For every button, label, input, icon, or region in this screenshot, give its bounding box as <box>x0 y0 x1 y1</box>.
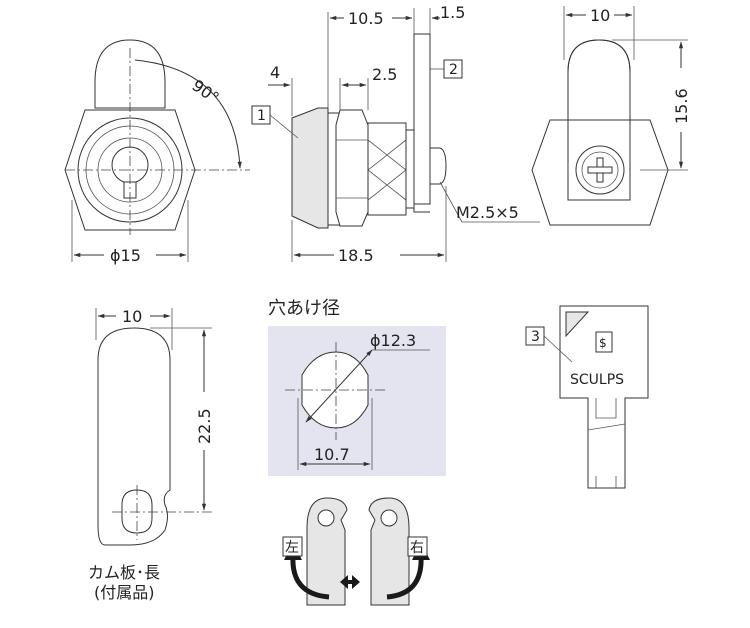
badge-left: 左 <box>285 540 299 556</box>
front-view: 90° ϕ15 <box>64 39 250 265</box>
dim-18-5: 18.5 <box>338 246 374 265</box>
rotation-diagram: 左 右 <box>282 497 430 606</box>
cam-plate-rear-over <box>567 39 631 201</box>
rotation-arc <box>134 59 242 169</box>
arrow-left-rotate <box>290 555 330 600</box>
leader-screw <box>439 181 463 223</box>
angle-90-label: 90° <box>188 76 222 108</box>
hole-title: 穴あけ径 <box>268 298 340 319</box>
screw-head <box>429 147 447 185</box>
arrow-right-rotate <box>386 555 424 600</box>
double-arrow-left <box>340 575 348 589</box>
callout-1: 1 <box>257 108 266 124</box>
leader-3 <box>543 335 573 363</box>
body-tip <box>405 129 415 209</box>
callout-2: 2 <box>449 62 458 78</box>
screw-head-inner <box>581 151 619 189</box>
side-view: 10.5 1.5 4 2.5 18.5 1 2 M2.5×5 <box>251 3 540 265</box>
threaded-body <box>367 122 407 216</box>
rear-view: 10 15.6 <box>531 6 691 226</box>
cam-caption-2: (付属品) <box>94 583 155 602</box>
key-logo-glyph: $ <box>599 336 607 350</box>
dim-phi12-3: ϕ12.3 <box>370 331 416 350</box>
key-blade-detail <box>587 398 626 488</box>
cam-plate-part-2 <box>413 33 431 205</box>
screw-spec: M2.5×5 <box>456 203 519 222</box>
left-cam-illus <box>306 497 348 606</box>
badge-right-box <box>407 536 428 557</box>
dim-line-phi12-3 <box>305 349 373 423</box>
dim-15-6: 15.6 <box>672 88 691 124</box>
dim-1-5: 1.5 <box>440 3 465 22</box>
badge-left-box <box>282 536 303 557</box>
badge-right: 右 <box>410 540 424 556</box>
dim-phi15: ϕ15 <box>110 246 141 265</box>
key-head-bevel <box>565 311 590 338</box>
hex-nut-side <box>335 109 369 227</box>
cam-plate-view: 10 22.5 カム板･長 (付属品) <box>88 307 214 602</box>
cam-plate-long <box>97 327 171 546</box>
right-cam-illus <box>368 497 410 606</box>
dim-4: 4 <box>270 63 280 82</box>
key-head <box>559 305 649 489</box>
dim-2-5: 2.5 <box>372 65 397 84</box>
dim-22-5: 22.5 <box>195 408 214 444</box>
left-cam-hole <box>317 509 335 527</box>
dim-10-5: 10.5 <box>348 9 384 28</box>
cam-caption-1: カム板･長 <box>88 563 160 582</box>
callout-3: 3 <box>531 329 540 345</box>
key-brand: SCULPS <box>570 372 624 388</box>
dim-10-top: 10 <box>590 6 610 25</box>
key-logo-box <box>595 331 613 353</box>
hole-view: 穴あけ径 ϕ12.3 10.7 <box>268 298 446 476</box>
phillips-h <box>587 166 613 174</box>
cap-part-1 <box>291 107 329 229</box>
dim-10-7: 10.7 <box>314 445 350 464</box>
leader-1 <box>269 114 299 139</box>
cam-foot <box>413 204 430 213</box>
dim-10-cam: 10 <box>122 307 142 326</box>
double-arrow-right <box>352 575 360 589</box>
key-view: $ SCULPS 3 <box>525 305 649 489</box>
right-cam-hole <box>380 509 398 527</box>
